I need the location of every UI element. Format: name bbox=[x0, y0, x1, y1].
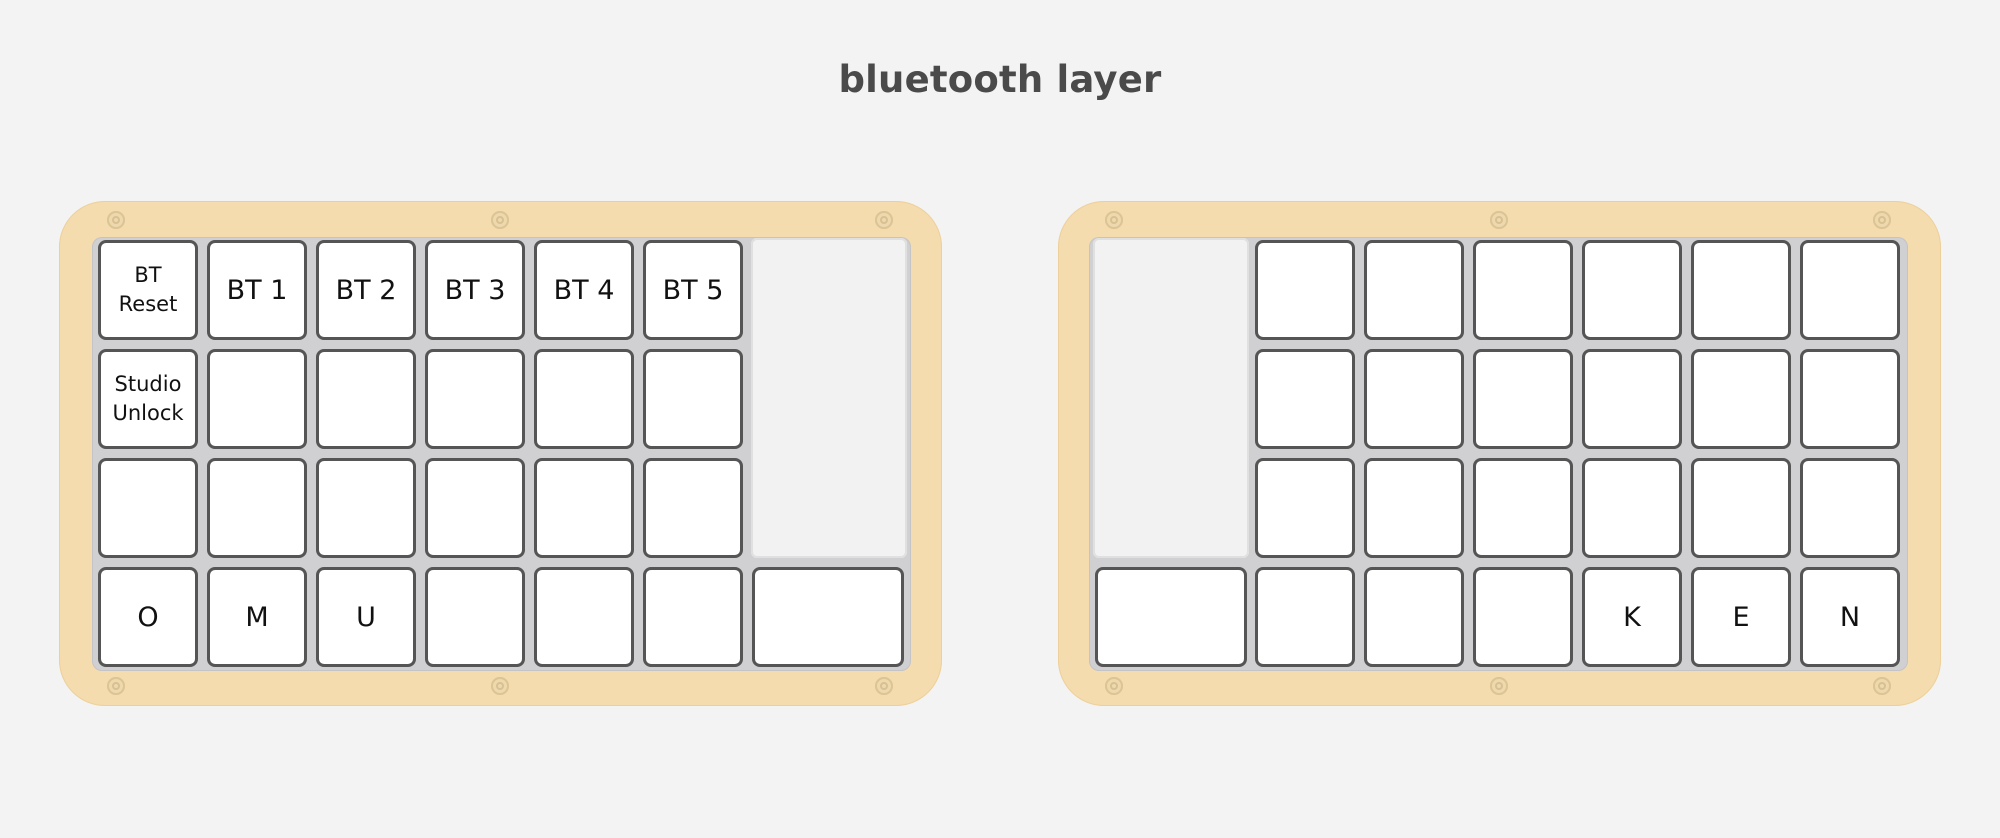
key-studio-unlock[interactable]: Studio Unlock bbox=[98, 349, 198, 449]
key[interactable] bbox=[1364, 349, 1464, 449]
key-bt-reset[interactable]: BT Reset bbox=[98, 240, 198, 340]
key[interactable] bbox=[1364, 567, 1464, 667]
key[interactable] bbox=[1364, 458, 1464, 558]
keyboard-left-half: BT Reset BT 1 BT 2 BT 3 BT 4 BT 5 Studio… bbox=[59, 201, 942, 706]
key-bt-4[interactable]: BT 4 bbox=[534, 240, 634, 340]
keyboard-right-half: K E N bbox=[1058, 201, 1941, 706]
key[interactable] bbox=[1473, 458, 1573, 558]
key-k[interactable]: K bbox=[1582, 567, 1682, 667]
key[interactable] bbox=[316, 458, 416, 558]
key[interactable] bbox=[1473, 240, 1573, 340]
key[interactable] bbox=[1255, 567, 1355, 667]
key-thumb[interactable] bbox=[1095, 567, 1247, 667]
screw-icon bbox=[491, 677, 509, 695]
screw-icon bbox=[1105, 677, 1123, 695]
oled-display bbox=[751, 238, 907, 558]
key-bt-1[interactable]: BT 1 bbox=[207, 240, 307, 340]
page-title: bluetooth layer bbox=[838, 58, 1162, 101]
screw-icon bbox=[1490, 677, 1508, 695]
key[interactable] bbox=[1582, 240, 1682, 340]
screw-icon bbox=[1490, 211, 1508, 229]
key[interactable] bbox=[1691, 349, 1791, 449]
screw-icon bbox=[875, 211, 893, 229]
key[interactable] bbox=[207, 458, 307, 558]
key[interactable] bbox=[1255, 240, 1355, 340]
key[interactable] bbox=[1800, 458, 1900, 558]
key[interactable] bbox=[1582, 349, 1682, 449]
key[interactable] bbox=[643, 567, 743, 667]
key[interactable] bbox=[534, 567, 634, 667]
key[interactable] bbox=[643, 458, 743, 558]
key[interactable] bbox=[425, 349, 525, 449]
key-e[interactable]: E bbox=[1691, 567, 1791, 667]
key[interactable] bbox=[534, 349, 634, 449]
key-u[interactable]: U bbox=[316, 567, 416, 667]
key[interactable] bbox=[1691, 240, 1791, 340]
key[interactable] bbox=[207, 349, 307, 449]
screw-icon bbox=[107, 677, 125, 695]
key[interactable] bbox=[425, 458, 525, 558]
key-bt-5[interactable]: BT 5 bbox=[643, 240, 743, 340]
key-m[interactable]: M bbox=[207, 567, 307, 667]
screw-icon bbox=[1873, 677, 1891, 695]
screw-icon bbox=[1105, 211, 1123, 229]
key-n[interactable]: N bbox=[1800, 567, 1900, 667]
key[interactable] bbox=[1473, 567, 1573, 667]
key[interactable] bbox=[1691, 458, 1791, 558]
key-thumb[interactable] bbox=[752, 567, 904, 667]
key[interactable] bbox=[1800, 349, 1900, 449]
key[interactable] bbox=[1364, 240, 1464, 340]
key[interactable] bbox=[1473, 349, 1573, 449]
key[interactable] bbox=[643, 349, 743, 449]
screw-icon bbox=[107, 211, 125, 229]
key[interactable] bbox=[1800, 240, 1900, 340]
key-bt-3[interactable]: BT 3 bbox=[425, 240, 525, 340]
switch-plate: K E N bbox=[1089, 237, 1908, 671]
key[interactable] bbox=[1582, 458, 1682, 558]
key[interactable] bbox=[1255, 458, 1355, 558]
switch-plate: BT Reset BT 1 BT 2 BT 3 BT 4 BT 5 Studio… bbox=[92, 237, 911, 671]
screw-icon bbox=[875, 677, 893, 695]
key[interactable] bbox=[534, 458, 634, 558]
key-o[interactable]: O bbox=[98, 567, 198, 667]
oled-display bbox=[1093, 238, 1249, 558]
key-bt-2[interactable]: BT 2 bbox=[316, 240, 416, 340]
screw-icon bbox=[491, 211, 509, 229]
key[interactable] bbox=[316, 349, 416, 449]
key[interactable] bbox=[1255, 349, 1355, 449]
key[interactable] bbox=[98, 458, 198, 558]
screw-icon bbox=[1873, 211, 1891, 229]
key[interactable] bbox=[425, 567, 525, 667]
